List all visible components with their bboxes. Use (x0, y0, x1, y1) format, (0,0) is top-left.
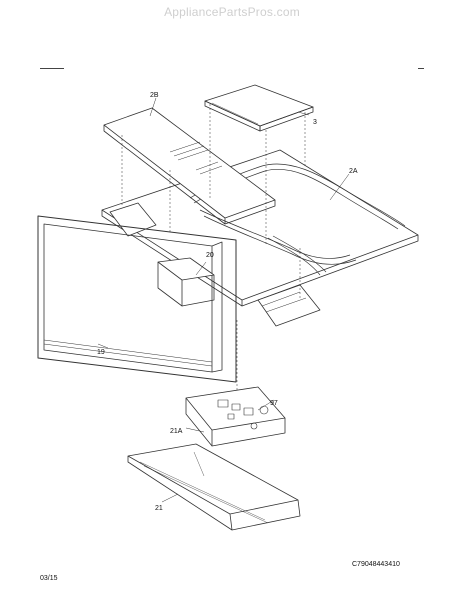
part-2b-vent-bracket[interactable] (103, 107, 276, 225)
site-watermark: AppliancePartsPros.com (164, 5, 300, 19)
part-21-mounting-plate[interactable] (127, 443, 301, 531)
callout-19: 19 (97, 349, 105, 356)
revision-date: 03/15 (40, 575, 58, 582)
callout-3: 3 (313, 119, 317, 126)
part-3-cover-plate[interactable] (204, 84, 314, 132)
callout-2b: 2B (150, 92, 159, 99)
callout-21a: 21A (170, 428, 183, 435)
callout-97: 97 (270, 400, 278, 407)
part-19-control-panel[interactable] (37, 215, 237, 383)
callout-20: 20 (206, 252, 214, 259)
part-97-control-board[interactable] (185, 386, 286, 447)
callout-leaders (97, 97, 350, 503)
header-rule-left (40, 68, 64, 69)
part-20-keypad-module[interactable] (157, 257, 215, 307)
callout-21: 21 (155, 505, 163, 512)
alignment-leaders (121, 104, 306, 405)
header-rule-right (418, 68, 424, 69)
callout-2a: 2A (349, 168, 358, 175)
diagram-code: C79048443410 (352, 561, 400, 568)
